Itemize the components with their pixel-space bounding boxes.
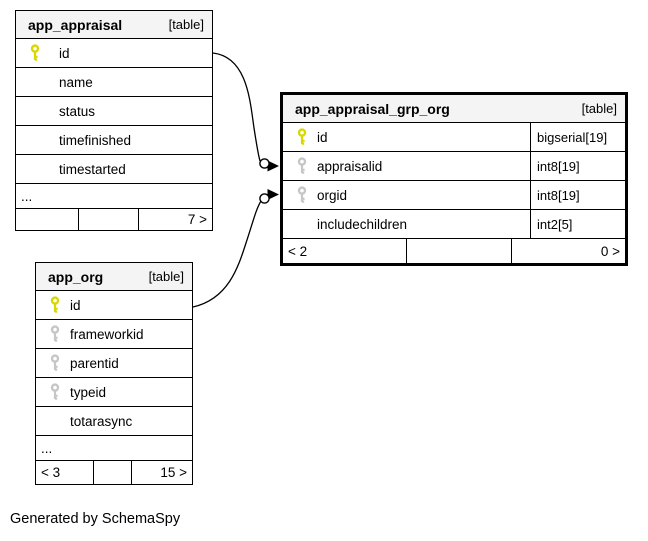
generator-credit: Generated by SchemaSpy (10, 511, 181, 527)
table-header-app-appraisal-grp-org[interactable]: app_appraisal_grp_org [table] (283, 95, 625, 123)
table-app-org: app_org [table] id frameworkid parentid (35, 262, 193, 485)
column-name: id (317, 129, 328, 145)
column-row-timefinished[interactable]: timefinished (16, 126, 212, 155)
footer-middle-cell (78, 209, 138, 230)
table-type-tag: [table] (581, 101, 617, 116)
table-footer: < 2 0 > (283, 239, 625, 263)
fk-arrowhead-orgid (267, 189, 279, 200)
footer-parents-count: 0 > (511, 239, 625, 263)
column-name: name (59, 74, 93, 90)
foreign-key-icon (296, 186, 308, 204)
column-row-id[interactable]: id (16, 39, 212, 68)
column-type: bigserial[19] (530, 123, 625, 151)
column-name: totarasync (70, 413, 133, 429)
column-row-orgid[interactable]: orgid int8[19] (283, 181, 625, 210)
column-row-appraisalid[interactable]: appraisalid int8[19] (283, 152, 625, 181)
table-header-app-appraisal[interactable]: app_appraisal [table] (16, 11, 212, 39)
footer-middle-cell (93, 461, 131, 484)
column-name: status (59, 103, 96, 119)
foreign-key-icon (49, 325, 61, 343)
column-name: appraisalid (317, 158, 383, 174)
column-name: id (59, 45, 70, 61)
column-row-id[interactable]: id bigserial[19] (283, 123, 625, 152)
column-row-id[interactable]: id (36, 291, 192, 320)
table-title: app_org (48, 268, 104, 285)
primary-key-icon (49, 296, 61, 314)
column-row-parentid[interactable]: parentid (36, 349, 192, 378)
foreign-key-icon (49, 383, 61, 401)
footer-children-count: < 3 (41, 465, 61, 480)
column-row-timestarted[interactable]: timestarted (16, 155, 212, 184)
table-footer: 7 > (16, 209, 212, 230)
fk-line-appraisalid (212, 52, 261, 162)
column-row-name[interactable]: name (16, 68, 212, 97)
foreign-key-icon (296, 157, 308, 175)
ellipsis-row: ... (36, 436, 192, 461)
table-title: app_appraisal_grp_org (295, 100, 450, 117)
column-name: includechildren (317, 216, 408, 232)
ellipsis-label: ... (21, 188, 33, 204)
footer-children-count (16, 209, 78, 230)
ellipsis-row: ... (16, 184, 212, 209)
column-name: timestarted (59, 161, 126, 177)
column-type: int8[19] (530, 152, 625, 180)
table-footer: < 3 15 > (36, 461, 192, 484)
column-name: orgid (317, 187, 348, 203)
table-type-tag: [table] (148, 269, 184, 284)
column-type: int2[5] (530, 210, 625, 238)
column-name: id (70, 297, 81, 313)
column-name: typeid (70, 384, 107, 400)
table-app-appraisal-grp-org: app_appraisal_grp_org [table] id bigseri… (280, 92, 628, 266)
footer-parents-count: 7 > (138, 209, 212, 230)
no-key-spacer (29, 102, 41, 120)
column-row-typeid[interactable]: typeid (36, 378, 192, 407)
column-name: frameworkid (70, 326, 144, 342)
footer-parents-count: 15 > (131, 461, 192, 484)
table-app-appraisal: app_appraisal [table] id name status tim… (15, 10, 213, 231)
fk-circle-orgid (259, 193, 270, 204)
no-key-spacer (29, 160, 41, 178)
table-header-app-org[interactable]: app_org [table] (36, 263, 192, 291)
column-row-totarasync[interactable]: totarasync (36, 407, 192, 436)
footer-children-count: < 2 (288, 243, 308, 259)
fk-arrowhead-appraisalid (267, 160, 279, 172)
table-type-tag: [table] (168, 17, 204, 32)
footer-middle-cell (406, 239, 511, 263)
column-type: int8[19] (530, 181, 625, 209)
primary-key-icon (296, 128, 308, 146)
fk-circle-appraisalid (259, 158, 270, 169)
column-name: parentid (70, 355, 119, 371)
column-row-frameworkid[interactable]: frameworkid (36, 320, 192, 349)
column-row-status[interactable]: status (16, 97, 212, 126)
column-row-includechildren[interactable]: includechildren int2[5] (283, 210, 625, 239)
no-key-spacer (29, 131, 41, 149)
primary-key-icon (29, 44, 41, 62)
ellipsis-label: ... (41, 440, 53, 456)
fk-line-orgid (192, 200, 262, 308)
no-key-spacer (49, 412, 61, 430)
no-key-spacer (296, 215, 308, 233)
foreign-key-icon (49, 354, 61, 372)
column-name: timefinished (59, 132, 132, 148)
table-title: app_appraisal (28, 16, 123, 33)
no-key-spacer (29, 73, 41, 91)
